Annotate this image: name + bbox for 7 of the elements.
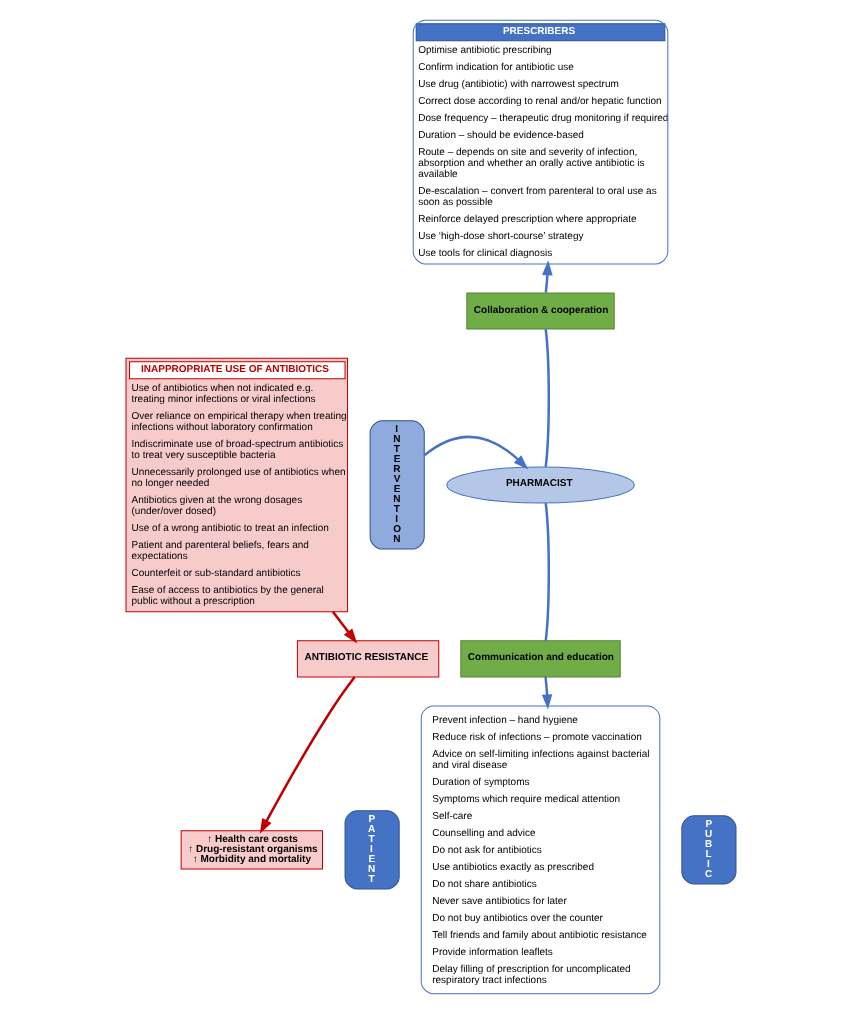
arrow xyxy=(541,260,552,293)
connector xyxy=(543,502,550,641)
arrow xyxy=(258,676,355,834)
connector xyxy=(543,329,550,468)
arrow xyxy=(422,435,528,470)
arrow xyxy=(330,611,357,644)
arrow xyxy=(540,676,552,710)
